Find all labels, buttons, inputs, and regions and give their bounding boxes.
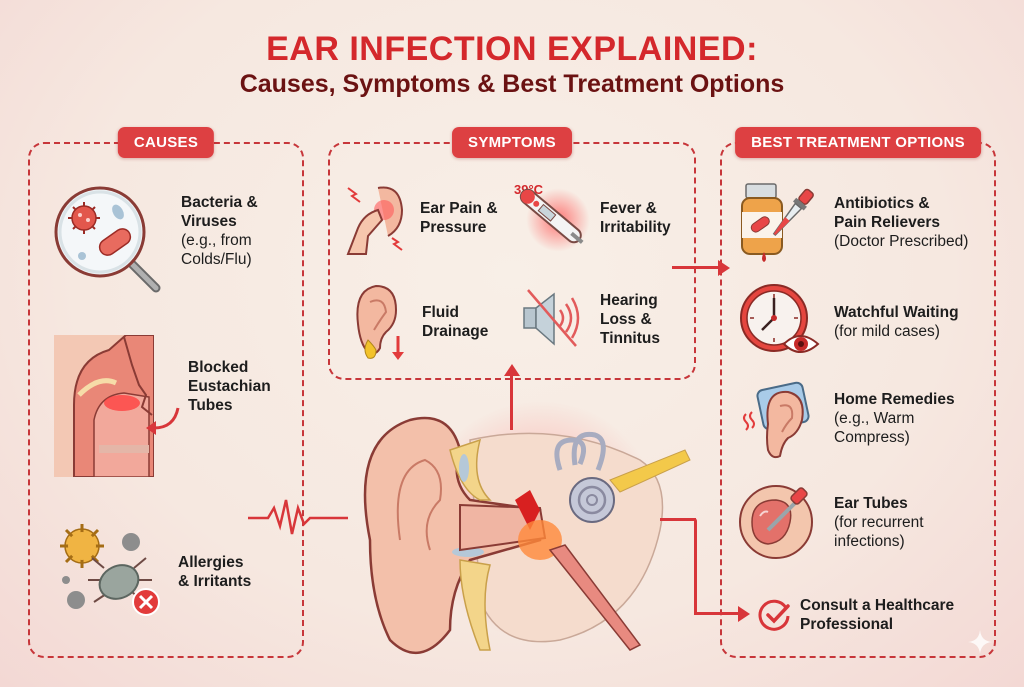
cause-title: Eustachian [188,377,271,395]
consult-connector-v [694,518,697,614]
symptom-title: Loss & [600,310,652,328]
ear-fluid-drop-icon [356,284,404,360]
arrow-up-icon [504,364,520,376]
consult-healthcare-professional: Consult a Healthcare Professional [758,596,954,634]
cause-detail: (e.g., from [181,231,252,249]
consult-connector-h2 [694,612,740,615]
symptom-title: Irritability [600,219,671,236]
treatment-title: Pain Relievers [834,213,940,231]
cause-title: Tubes [188,396,233,414]
symptom-title: Fluid [422,304,460,321]
symptom-title: Drainage [422,323,489,340]
red-curved-arrow-icon [146,407,180,435]
consult-text: Professional [800,616,894,633]
treatment-ear-tubes: Ear Tubes (for recurrent infections) [738,482,924,562]
treatment-panel: BEST TREATMENT OPTIONS [720,127,996,658]
ear-anatomy-cross-section-icon [363,400,691,655]
arrow-right-icon [738,606,750,622]
symptom-title: Fever & [600,200,657,217]
symptom-ear-pain: Ear Pain & Pressure [344,180,498,256]
symptom-fluid-drainage: Fluid Drainage [350,282,488,362]
cause-blocked-eustachian-tubes: Blocked Eustachian Tubes [54,335,271,477]
page-subtitle: Causes, Symptoms & Best Treatment Option… [239,70,785,98]
treatment-detail: (for mild cases) [834,323,940,340]
treatment-detail: Compress) [834,428,910,446]
magnifier-bacteria-icon [54,186,161,293]
treatment-badge: BEST TREATMENT OPTIONS [735,127,981,158]
symptom-fever: 39°C Fever & Irritability [512,180,671,256]
dust-mite-allergen-icon [60,524,160,616]
symptom-title: Tinnitus [600,329,660,347]
causes-badge: CAUSES [117,127,215,158]
symptoms-badge: SYMPTOMS [452,127,572,158]
cause-title: Blocked [188,358,249,376]
treatment-antibiotics: Antibiotics & Pain Relievers (Doctor Pre… [738,180,968,264]
treatment-detail: (Doctor Prescribed) [834,232,969,250]
medicine-bottle-dropper-icon [741,183,814,262]
treatment-detail: infections) [834,532,905,550]
treatment-detail: (e.g., Warm [834,409,915,427]
treatment-title: Watchful Waiting [834,304,959,321]
cause-title: Bacteria & Viruses [181,193,258,230]
symptom-hearing-loss: Hearing Loss & Tinnitus [520,286,660,352]
consult-connector-h1 [660,518,696,521]
ear-pain-hand-icon [346,186,404,255]
symptom-title: Pressure [420,219,487,236]
treatment-title: Home Remedies [834,390,955,408]
nasal-cavity-icon [54,335,154,477]
cause-title: & Irritants [178,573,252,590]
consult-text: Consult a Healthcare [800,597,955,614]
cause-allergies-irritants: Allergies & Irritants [54,522,251,622]
symptom-title: Hearing [600,291,658,309]
ear-tube-icon [739,485,813,559]
treatment-connector-line [672,266,722,269]
causes-panel: CAUSES [28,127,304,658]
treatment-detail: (for recurrent [834,513,924,531]
cause-detail: Colds/Flu) [181,250,252,268]
page-title: EAR INFECTION EXPLAINED: [266,30,758,68]
heartbeat-icon [248,499,348,535]
clock-eye-icon [740,284,820,353]
warm-compress-ear-icon [743,381,810,459]
treatment-title: Antibiotics & [834,194,930,212]
treatment-home-remedies: Home Remedies (e.g., Warm Compress) [738,380,955,464]
treatment-title: Ear Tubes [834,494,908,512]
muted-speaker-icon [523,289,580,347]
treatment-watchful-waiting: Watchful Waiting (for mild cases) [738,282,959,362]
arrow-right-icon [718,260,730,276]
symptom-title: Ear Pain & [420,200,498,217]
cause-bacteria-viruses: Bacteria & Viruses (e.g., from Colds/Flu… [50,182,291,297]
sparkle-icon [968,630,992,654]
cause-title: Allergies [178,554,244,571]
thermometer-icon [519,188,584,244]
check-circle-icon [758,599,790,631]
symptoms-connector-line [510,374,513,430]
